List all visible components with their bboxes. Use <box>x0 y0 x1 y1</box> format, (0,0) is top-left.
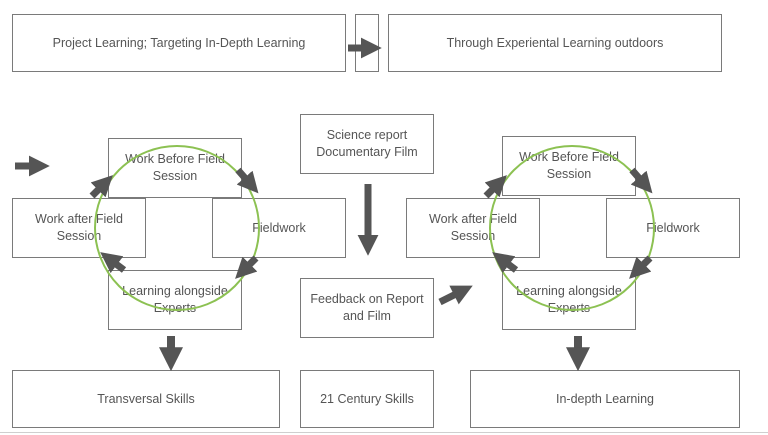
right-cycle-right-box: Fieldwork <box>606 198 740 258</box>
middle-top-text: Science report Documentary Film <box>316 128 418 159</box>
bottom-divider <box>0 432 768 433</box>
header-right-box: Through Experiental Learning outdoors <box>388 14 722 72</box>
left-cycle-arrow-top-left-icon <box>89 175 113 199</box>
right-cycle-bottom-box: Learning alongside Experts <box>502 270 636 330</box>
right-cycle-bottom-text: Learning alongside Experts <box>516 284 622 315</box>
left-cycle-arrow-bottom-left-icon <box>100 252 127 274</box>
left-cycle-top-box: Work Before Field Session <box>108 138 242 198</box>
left-cycle-right-text: Fieldwork <box>252 220 306 235</box>
outcome-middle-text: 21 Century Skills <box>320 391 414 406</box>
outcome-right-box: In-depth Learning <box>470 370 740 428</box>
header-left-text: Project Learning; Targeting In-Depth Lea… <box>52 35 306 50</box>
header-right-text: Through Experiental Learning outdoors <box>446 35 664 50</box>
right-cycle-top-box: Work Before Field Session <box>502 136 636 196</box>
left-cycle-arrow-bottom-right-icon <box>235 255 259 279</box>
middle-bottom-box: Feedback on Report and Film <box>300 278 434 338</box>
feedback-arrow-icon <box>438 285 473 306</box>
left-cycle-bottom-box: Learning alongside Experts <box>108 270 242 330</box>
left-cycle-top-text: Work Before Field Session <box>125 152 225 183</box>
header-left-box: Project Learning; Targeting In-Depth Lea… <box>12 14 346 72</box>
right-cycle-left-box: Work after Field Session <box>406 198 540 258</box>
left-cycle-left-box: Work after Field Session <box>12 198 146 258</box>
header-connector-box <box>355 14 379 72</box>
outcome-left-box: Transversal Skills <box>12 370 280 428</box>
right-cycle-arrow-bottom-left-icon <box>492 252 519 274</box>
left-cycle-left-text: Work after Field Session <box>35 212 123 243</box>
right-cycle-right-text: Fieldwork <box>646 220 700 235</box>
right-cycle-arrow-top-left-icon <box>483 175 507 199</box>
outcome-middle-box: 21 Century Skills <box>300 370 434 428</box>
right-cycle-arrow-bottom-right-icon <box>629 255 653 279</box>
right-cycle-top-text: Work Before Field Session <box>519 150 619 181</box>
right-cycle-left-text: Work after Field Session <box>429 212 517 243</box>
middle-bottom-text: Feedback on Report and Film <box>310 292 424 323</box>
outcome-left-text: Transversal Skills <box>97 391 195 406</box>
outcome-right-text: In-depth Learning <box>556 391 654 406</box>
middle-top-box: Science report Documentary Film <box>300 114 434 174</box>
left-cycle-right-box: Fieldwork <box>212 198 346 258</box>
left-cycle-bottom-text: Learning alongside Experts <box>122 284 228 315</box>
